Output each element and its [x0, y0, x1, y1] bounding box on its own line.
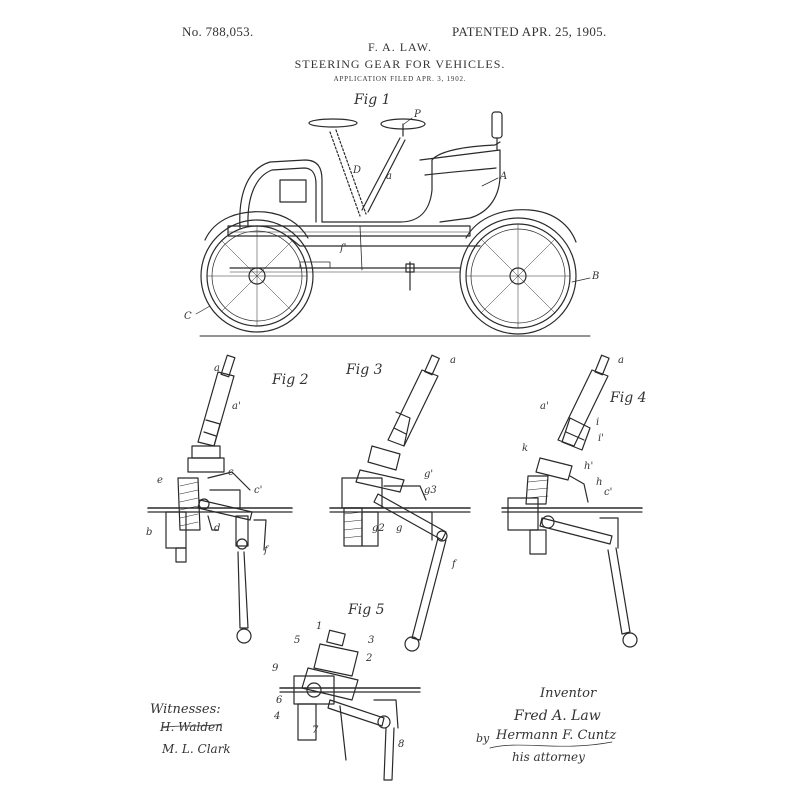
fig2-ref-f: f: [264, 545, 268, 556]
fig3-ref-a: a: [450, 355, 456, 366]
fig2-ref-a: a: [214, 363, 220, 374]
inventor-name: F. A. LAW.: [368, 40, 432, 54]
fig4-ref-k: k: [522, 443, 529, 454]
fig3-mechanism-drawing: [329, 354, 471, 652]
by-label: by: [476, 732, 490, 745]
fig2-ref-b: b: [146, 527, 153, 538]
fig4-ref-h: h: [596, 477, 603, 488]
inventor-signature: Fred A. Law: [514, 708, 601, 724]
fig3-ref-g3: g3: [424, 485, 437, 496]
fig4-ref-c-prime: c': [604, 487, 613, 498]
fig5-ref-3: 3: [368, 635, 375, 646]
fig3-ref-g-prime: g': [424, 469, 434, 480]
fig4-label: Fig 4: [610, 390, 647, 406]
fig4-mechanism-drawing: [501, 354, 643, 648]
fig4-ref-a-prime: a': [540, 401, 549, 412]
fig5-ref-1: 1: [316, 621, 323, 632]
patent-number: No. 788,053.: [182, 24, 254, 39]
fig5-ref-7: 7: [312, 725, 319, 736]
attorney-label: his attorney: [512, 750, 585, 764]
fig1-ref-f-prime: f': [340, 243, 347, 254]
fig2-label: Fig 2: [272, 372, 309, 388]
application-filed: APPLICATION FILED APR. 3, 1902.: [333, 75, 467, 83]
fig2-ref-e: e: [157, 475, 163, 486]
fig2-ref-a-prime: a': [232, 401, 241, 412]
attorney-signature: Hermann F. Cuntz: [496, 728, 617, 743]
fig3-label: Fig 3: [346, 362, 383, 378]
witness-1-signature: H. Walden: [160, 720, 223, 734]
fig4-ref-h-prime: h': [584, 461, 594, 472]
signature-flourishes: [161, 723, 613, 749]
fig5-ref-6: 6: [276, 695, 283, 706]
fig1-ref-a: a: [386, 171, 392, 182]
fig2-ref-d: d: [214, 523, 221, 534]
fig4-ref-a: a: [618, 355, 624, 366]
fig2-ref-c: c: [228, 467, 234, 478]
patent-title: STEERING GEAR FOR VEHICLES.: [294, 57, 506, 71]
fig2-ref-c-prime: c': [254, 485, 263, 496]
inventor-label: Inventor: [540, 686, 597, 701]
fig2-mechanism-drawing: [147, 354, 293, 644]
fig1-ref-P: P: [414, 109, 421, 120]
fig3-ref-g: g: [396, 523, 403, 534]
fig5-ref-9: 9: [272, 663, 279, 674]
fig1-ref-C: C: [184, 311, 192, 322]
fig5-ref-4: 4: [274, 711, 281, 722]
fig1-ref-A: A: [500, 171, 508, 182]
fig1-vehicle-drawing: [195, 111, 591, 337]
patent-date: PATENTED APR. 25, 1905.: [452, 24, 607, 39]
fig3-ref-g2: g2: [372, 523, 385, 534]
fig5-mechanism-drawing: [279, 629, 421, 781]
witness-2-signature: M. L. Clark: [162, 742, 231, 756]
fig5-ref-8: 8: [398, 739, 405, 750]
fig3-ref-f: f: [452, 559, 456, 570]
fig1-ref-B: B: [592, 271, 600, 282]
fig1-label: Fig 1: [354, 92, 391, 108]
fig5-label: Fig 5: [348, 602, 385, 618]
fig5-ref-2: 2: [366, 653, 373, 664]
fig5-ref-5: 5: [294, 635, 301, 646]
witnesses-label: Witnesses:: [150, 702, 221, 717]
fig4-ref-i-prime: i': [598, 433, 604, 444]
fig1-ref-D: D: [353, 165, 362, 176]
fig4-ref-i: i: [596, 417, 600, 428]
